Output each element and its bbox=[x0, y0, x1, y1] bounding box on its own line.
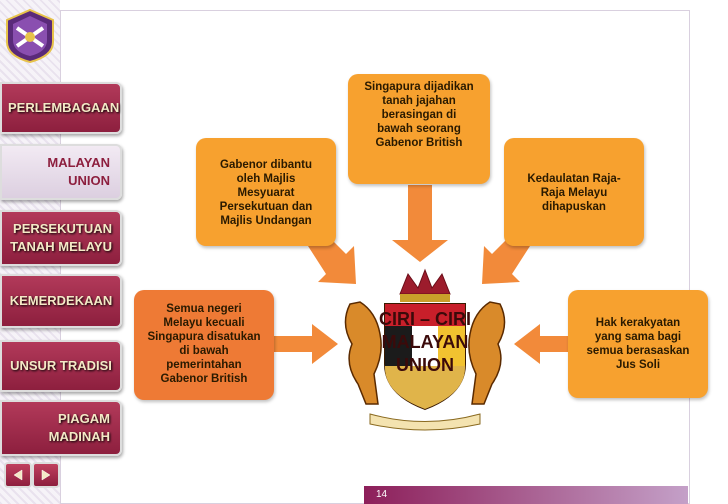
sidebar-item-label: PERLEMBAGAAN bbox=[8, 100, 120, 115]
feature-box-singapore: Singapura dijadikan tanah jajahan berasi… bbox=[348, 74, 490, 184]
sidebar-item-malayan-union[interactable]: MALAYAN UNION bbox=[0, 144, 122, 200]
sidebar-item-label: PIAGAM MADINAH bbox=[48, 411, 110, 444]
feature-text: Hak kerakyatan yang sama bagi semua bera… bbox=[586, 317, 690, 371]
arrow-top bbox=[392, 185, 448, 262]
page-number: 14 bbox=[364, 486, 688, 504]
next-slide-button[interactable] bbox=[32, 462, 60, 488]
university-crest-icon bbox=[6, 8, 54, 64]
feature-box-governor-councils: Gabenor dibantu oleh Majlis Mesyuarat Pe… bbox=[196, 138, 336, 246]
sidebar-item-label: UNSUR TRADISI bbox=[10, 358, 112, 373]
sidebar-item-perlembagaan[interactable]: PERLEMBAGAAN bbox=[0, 82, 122, 134]
coat-of-arms-icon bbox=[344, 268, 506, 431]
feature-text: Kedaulatan Raja- Raja Melayu dihapuskan bbox=[527, 173, 621, 213]
sidebar-item-label: MALAYAN UNION bbox=[47, 155, 110, 188]
sidebar-item-label: PERSEKUTUAN TANAH MELAYU bbox=[10, 221, 112, 254]
arrow-left bbox=[274, 324, 338, 364]
sidebar-item-persekutuan-tanah-melayu[interactable]: PERSEKUTUAN TANAH MELAYU bbox=[0, 210, 122, 266]
sidebar-item-label: KEMERDEKAAN bbox=[9, 293, 113, 308]
arrow-right bbox=[514, 324, 568, 364]
left-arrow-icon bbox=[13, 469, 23, 481]
feature-box-malay-rulers: Kedaulatan Raja- Raja Melayu dihapuskan bbox=[504, 138, 644, 246]
right-arrow-icon bbox=[41, 469, 51, 481]
feature-box-citizenship: Hak kerakyatan yang sama bagi semua bera… bbox=[568, 290, 708, 398]
feature-box-states-united: Semua negeri Melayu kecuali Singapura di… bbox=[134, 290, 274, 400]
sidebar-item-piagam-madinah[interactable]: PIAGAM MADINAH bbox=[0, 400, 122, 456]
sidebar-item-unsur-tradisi[interactable]: UNSUR TRADISI bbox=[0, 340, 122, 392]
feature-text: Singapura dijadikan tanah jajahan berasi… bbox=[364, 81, 474, 149]
sidebar-item-kemerdekaan[interactable]: KEMERDEKAAN bbox=[0, 274, 122, 328]
diagram-center-title: CIRI – CIRI MALAYAN UNION bbox=[378, 309, 471, 375]
feature-text: Semua negeri Melayu kecuali Singapura di… bbox=[147, 303, 261, 385]
previous-slide-button[interactable] bbox=[4, 462, 32, 488]
feature-text: Gabenor dibantu oleh Majlis Mesyuarat Pe… bbox=[219, 159, 313, 227]
